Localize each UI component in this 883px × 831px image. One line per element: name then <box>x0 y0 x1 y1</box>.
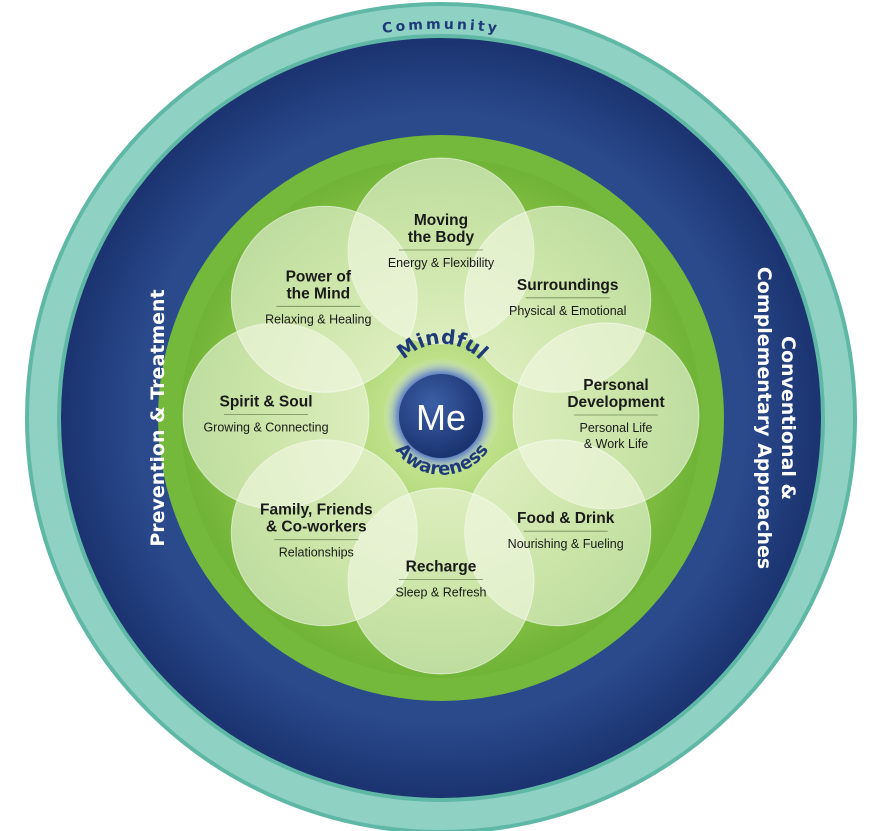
petal-title: Recharge <box>406 559 477 576</box>
me-circle <box>399 374 483 458</box>
community-label: Community <box>381 17 501 37</box>
petal-group <box>182 157 700 675</box>
petal-title: Power of <box>286 268 352 285</box>
center-group: Me Mindful Awareness <box>383 324 499 480</box>
petal-title: & Co-workers <box>266 519 367 536</box>
petal-title: Family, Friends <box>260 502 373 519</box>
petal-circle-7 <box>230 205 418 393</box>
petal-title: the Mind <box>286 285 350 302</box>
prevention-treatment-label: Prevention & Treatment <box>147 289 169 546</box>
conventional-label-line2: Complementary Approaches <box>753 267 775 569</box>
petal-title: Spirit & Soul <box>220 394 313 411</box>
conventional-complementary-label: Conventional & Complementary Approaches <box>753 267 799 569</box>
petal-title: Moving <box>414 212 468 229</box>
petal-title: Surroundings <box>517 277 619 294</box>
petal-subtitle: & Work Life <box>584 437 648 451</box>
conventional-label-line1: Conventional & <box>777 336 799 500</box>
petal-subtitle: Relaxing & Healing <box>265 312 371 326</box>
petal-subtitle: Energy & Flexibility <box>388 256 495 270</box>
me-label: Me <box>416 397 466 438</box>
petal-subtitle: Relationships <box>279 546 354 560</box>
petal-subtitle: Physical & Emotional <box>509 304 626 318</box>
petal-subtitle: Personal Life <box>580 421 653 435</box>
petal-title: Development <box>567 394 664 411</box>
petal-subtitle: Sleep & Refresh <box>395 586 486 600</box>
petal-title: the Body <box>408 229 475 246</box>
petal-subtitle: Nourishing & Fueling <box>508 537 624 551</box>
petal-title: Personal <box>583 377 648 394</box>
petal-subtitle: Growing & Connecting <box>203 421 328 435</box>
petal-title: Food & Drink <box>517 510 615 527</box>
